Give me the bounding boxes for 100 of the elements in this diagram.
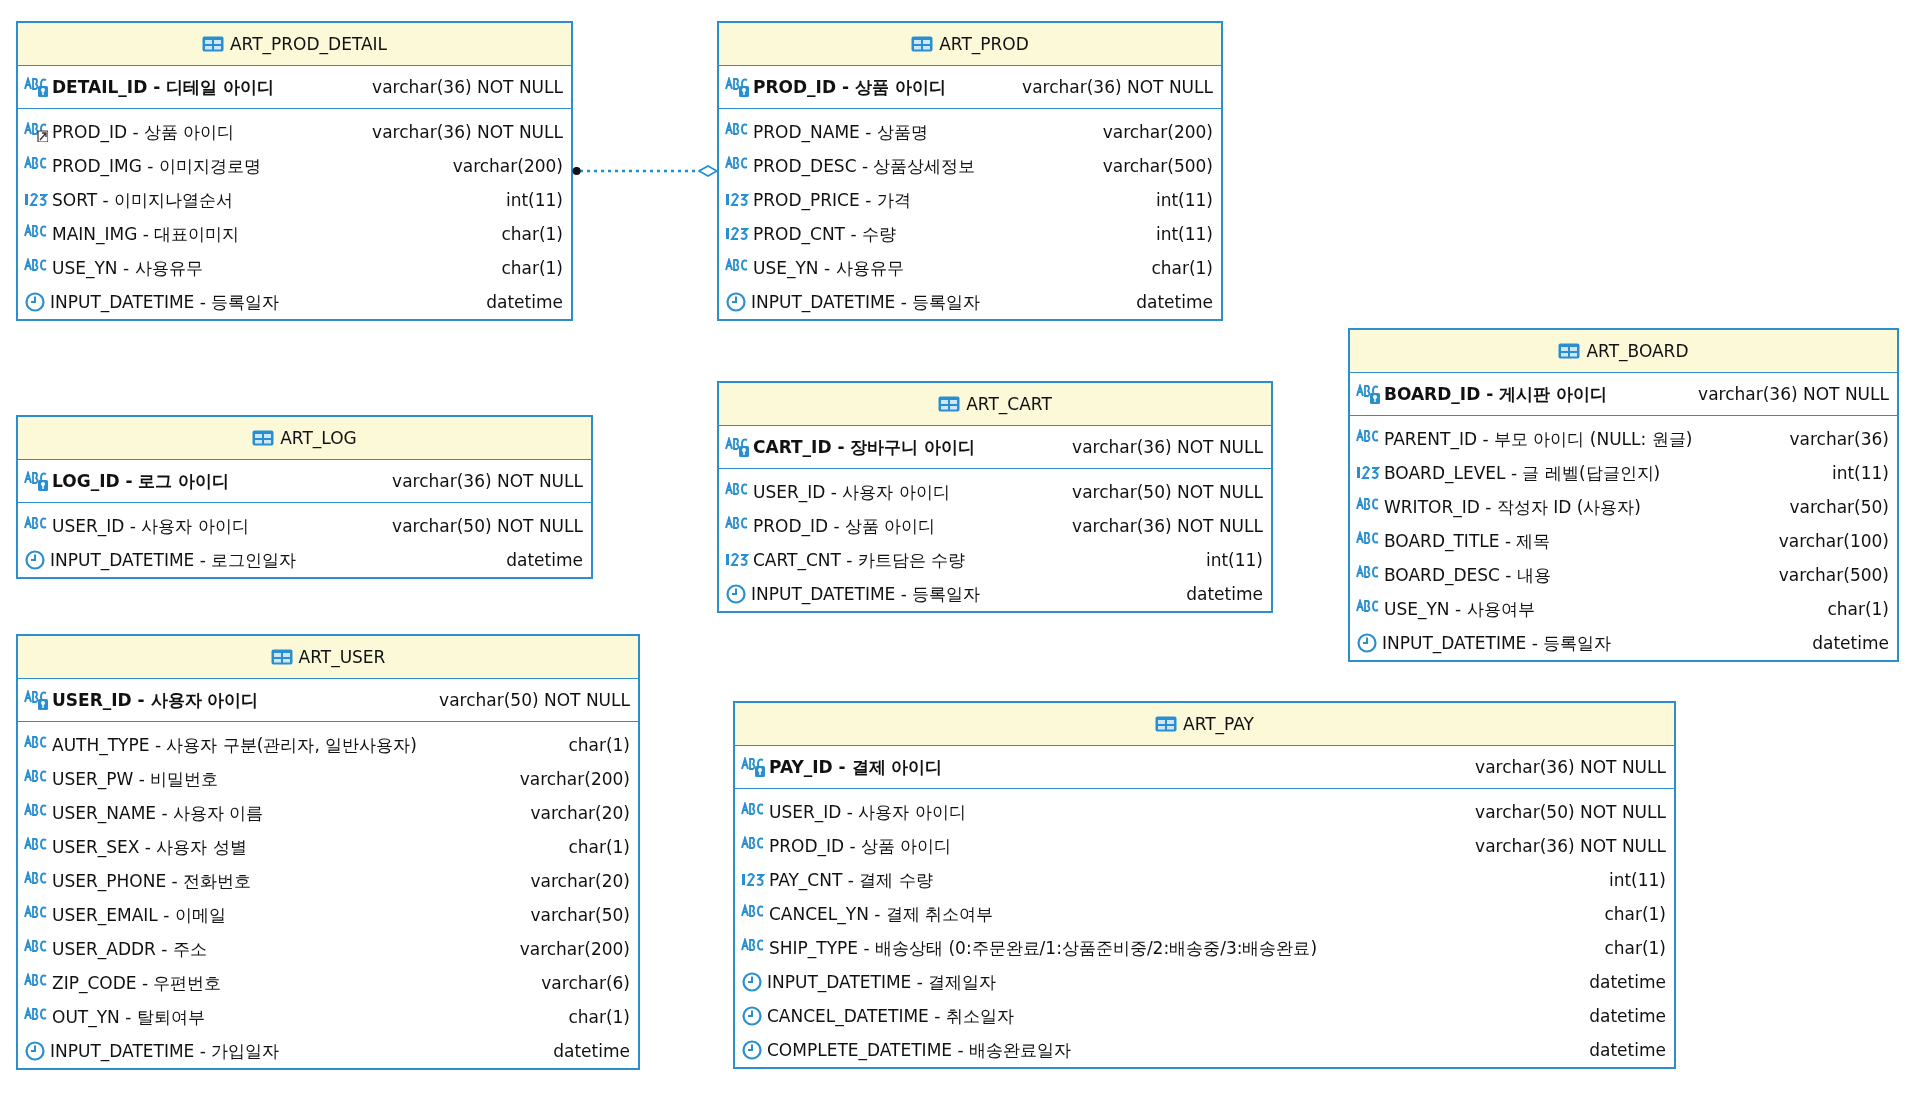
column-type: datetime	[1135, 292, 1213, 312]
column-type: char(1)	[500, 224, 563, 244]
column-type: char(1)	[1603, 904, 1666, 924]
column-type: varchar(36) NOT NULL	[1071, 437, 1263, 457]
column-type: varchar(20)	[529, 803, 630, 823]
column-name: PROD_IMG - 이미지경로명	[52, 154, 261, 178]
column-type: int(11)	[1204, 550, 1263, 570]
column-type: varchar(50) NOT NULL	[391, 516, 583, 536]
column-name: PROD_NAME - 상품명	[753, 120, 928, 144]
table-title: ART_PROD	[939, 34, 1029, 54]
column-name: MAIN_IMG - 대표이미지	[52, 222, 240, 246]
column-type: datetime	[505, 550, 583, 570]
table-title: ART_PAY	[1183, 714, 1254, 734]
column-type: varchar(200)	[1101, 122, 1213, 142]
column-name: CART_CNT - 카트담은 수량	[753, 548, 966, 572]
column-name: PROD_ID - 상품 아이디	[753, 514, 936, 538]
column-name: INPUT_DATETIME - 등록일자	[50, 290, 280, 314]
column-name: PROD_ID - 상품 아이디	[753, 75, 946, 99]
column-name: PAY_ID - 결제 아이디	[769, 755, 943, 779]
column-name: USER_ID - 사용자 아이디	[52, 688, 259, 712]
column-type: varchar(100)	[1777, 531, 1889, 551]
column-type: varchar(50) NOT NULL	[1071, 482, 1263, 502]
column-type: varchar(50) NOT NULL	[438, 690, 630, 710]
column-type: varchar(50)	[1788, 497, 1889, 517]
table-title: ART_BOARD	[1586, 341, 1689, 361]
column-name: USER_ID - 사용자 아이디	[753, 480, 950, 504]
column-type: datetime	[1588, 1040, 1666, 1060]
column-name: USER_ID - 사용자 아이디	[769, 800, 966, 824]
column-name: COMPLETE_DATETIME - 배송완료일자	[767, 1038, 1071, 1062]
column-name: SORT - 이미지나열순서	[52, 188, 234, 212]
column-type: varchar(36) NOT NULL	[1474, 757, 1666, 777]
column-type: varchar(6)	[540, 973, 630, 993]
table-box	[16, 634, 640, 1070]
column-name: BOARD_TITLE - 제목	[1384, 529, 1551, 553]
column-name: PROD_ID - 상품 아이디	[52, 120, 235, 144]
column-name: INPUT_DATETIME - 결제일자	[767, 970, 997, 994]
column-type: datetime	[1588, 972, 1666, 992]
column-type: varchar(20)	[529, 871, 630, 891]
column-type: varchar(36) NOT NULL	[1697, 384, 1889, 404]
column-type: datetime	[1185, 584, 1263, 604]
column-type: char(1)	[1150, 258, 1213, 278]
column-name: CANCEL_DATETIME - 취소일자	[767, 1004, 1014, 1028]
column-type: varchar(50) NOT NULL	[1474, 802, 1666, 822]
column-name: INPUT_DATETIME - 등록일자	[751, 582, 981, 606]
column-type: datetime	[485, 292, 563, 312]
column-name: PROD_CNT - 수량	[753, 222, 896, 246]
table-box	[16, 21, 573, 321]
column-type: int(11)	[1830, 463, 1889, 483]
column-type: varchar(200)	[518, 939, 630, 959]
table-box	[733, 701, 1676, 1069]
table-box	[1348, 328, 1899, 662]
column-type: varchar(36) NOT NULL	[1474, 836, 1666, 856]
table-title: ART_CART	[966, 394, 1052, 414]
table-box	[717, 21, 1223, 321]
column-name: USE_YN - 사용유무	[52, 256, 203, 280]
column-type: datetime	[552, 1041, 630, 1061]
column-type: char(1)	[567, 735, 630, 755]
column-type: varchar(500)	[1777, 565, 1889, 585]
column-name: BOARD_DESC - 내용	[1384, 563, 1551, 587]
column-name: SHIP_TYPE - 배송상태 (0:주문완료/1:상품준비중/2:배송중/3:배송완료)	[769, 936, 1318, 960]
column-type: int(11)	[1154, 224, 1213, 244]
column-type: char(1)	[500, 258, 563, 278]
column-name: USER_NAME - 사용자 이름	[52, 801, 264, 825]
column-name: PROD_ID - 상품 아이디	[769, 834, 952, 858]
column-name: PROD_DESC - 상품상세정보	[753, 154, 976, 178]
column-name: BOARD_LEVEL - 글 레벨(답글인지)	[1384, 461, 1661, 485]
column-name: OUT_YN - 탈퇴여부	[52, 1005, 205, 1029]
column-type: int(11)	[1607, 870, 1666, 890]
column-name: BOARD_ID - 게시판 아이디	[1384, 382, 1608, 406]
column-type: varchar(200)	[518, 769, 630, 789]
column-type: varchar(36) NOT NULL	[1071, 516, 1263, 536]
column-type: char(1)	[567, 837, 630, 857]
column-name: PARENT_ID - 부모 아이디 (NULL: 원글)	[1384, 427, 1693, 451]
column-name: CART_ID - 장바구니 아이디	[753, 435, 976, 459]
column-type: varchar(36) NOT NULL	[371, 77, 563, 97]
column-name: USER_PW - 비밀번호	[52, 767, 219, 791]
column-type: datetime	[1588, 1006, 1666, 1026]
column-name: ZIP_CODE - 우편번호	[52, 971, 222, 995]
table-box	[717, 381, 1273, 613]
table-title: ART_PROD_DETAIL	[229, 34, 388, 54]
column-type: varchar(500)	[1101, 156, 1213, 176]
column-type: char(1)	[1826, 599, 1889, 619]
column-type: int(11)	[504, 190, 563, 210]
column-name: USER_ID - 사용자 아이디	[52, 514, 249, 538]
column-name: PROD_PRICE - 가격	[753, 188, 911, 212]
column-type: varchar(36)	[1788, 429, 1889, 449]
column-name: LOG_ID - 로그 아이디	[52, 469, 230, 493]
column-name: INPUT_DATETIME - 가입일자	[50, 1039, 280, 1063]
column-type: char(1)	[567, 1007, 630, 1027]
column-type: varchar(50)	[529, 905, 630, 925]
column-name: CANCEL_YN - 결제 취소여부	[769, 902, 994, 926]
column-type: char(1)	[1603, 938, 1666, 958]
table-title: ART_USER	[298, 647, 386, 667]
column-name: USER_EMAIL - 이메일	[52, 903, 226, 927]
column-type: varchar(200)	[451, 156, 563, 176]
column-name: USER_SEX - 사용자 성별	[52, 835, 247, 859]
column-type: varchar(36) NOT NULL	[391, 471, 583, 491]
column-name: WRITOR_ID - 작성자 ID (사용자)	[1384, 495, 1641, 519]
column-type: varchar(36) NOT NULL	[371, 122, 563, 142]
column-name: INPUT_DATETIME - 로그인일자	[50, 548, 297, 572]
